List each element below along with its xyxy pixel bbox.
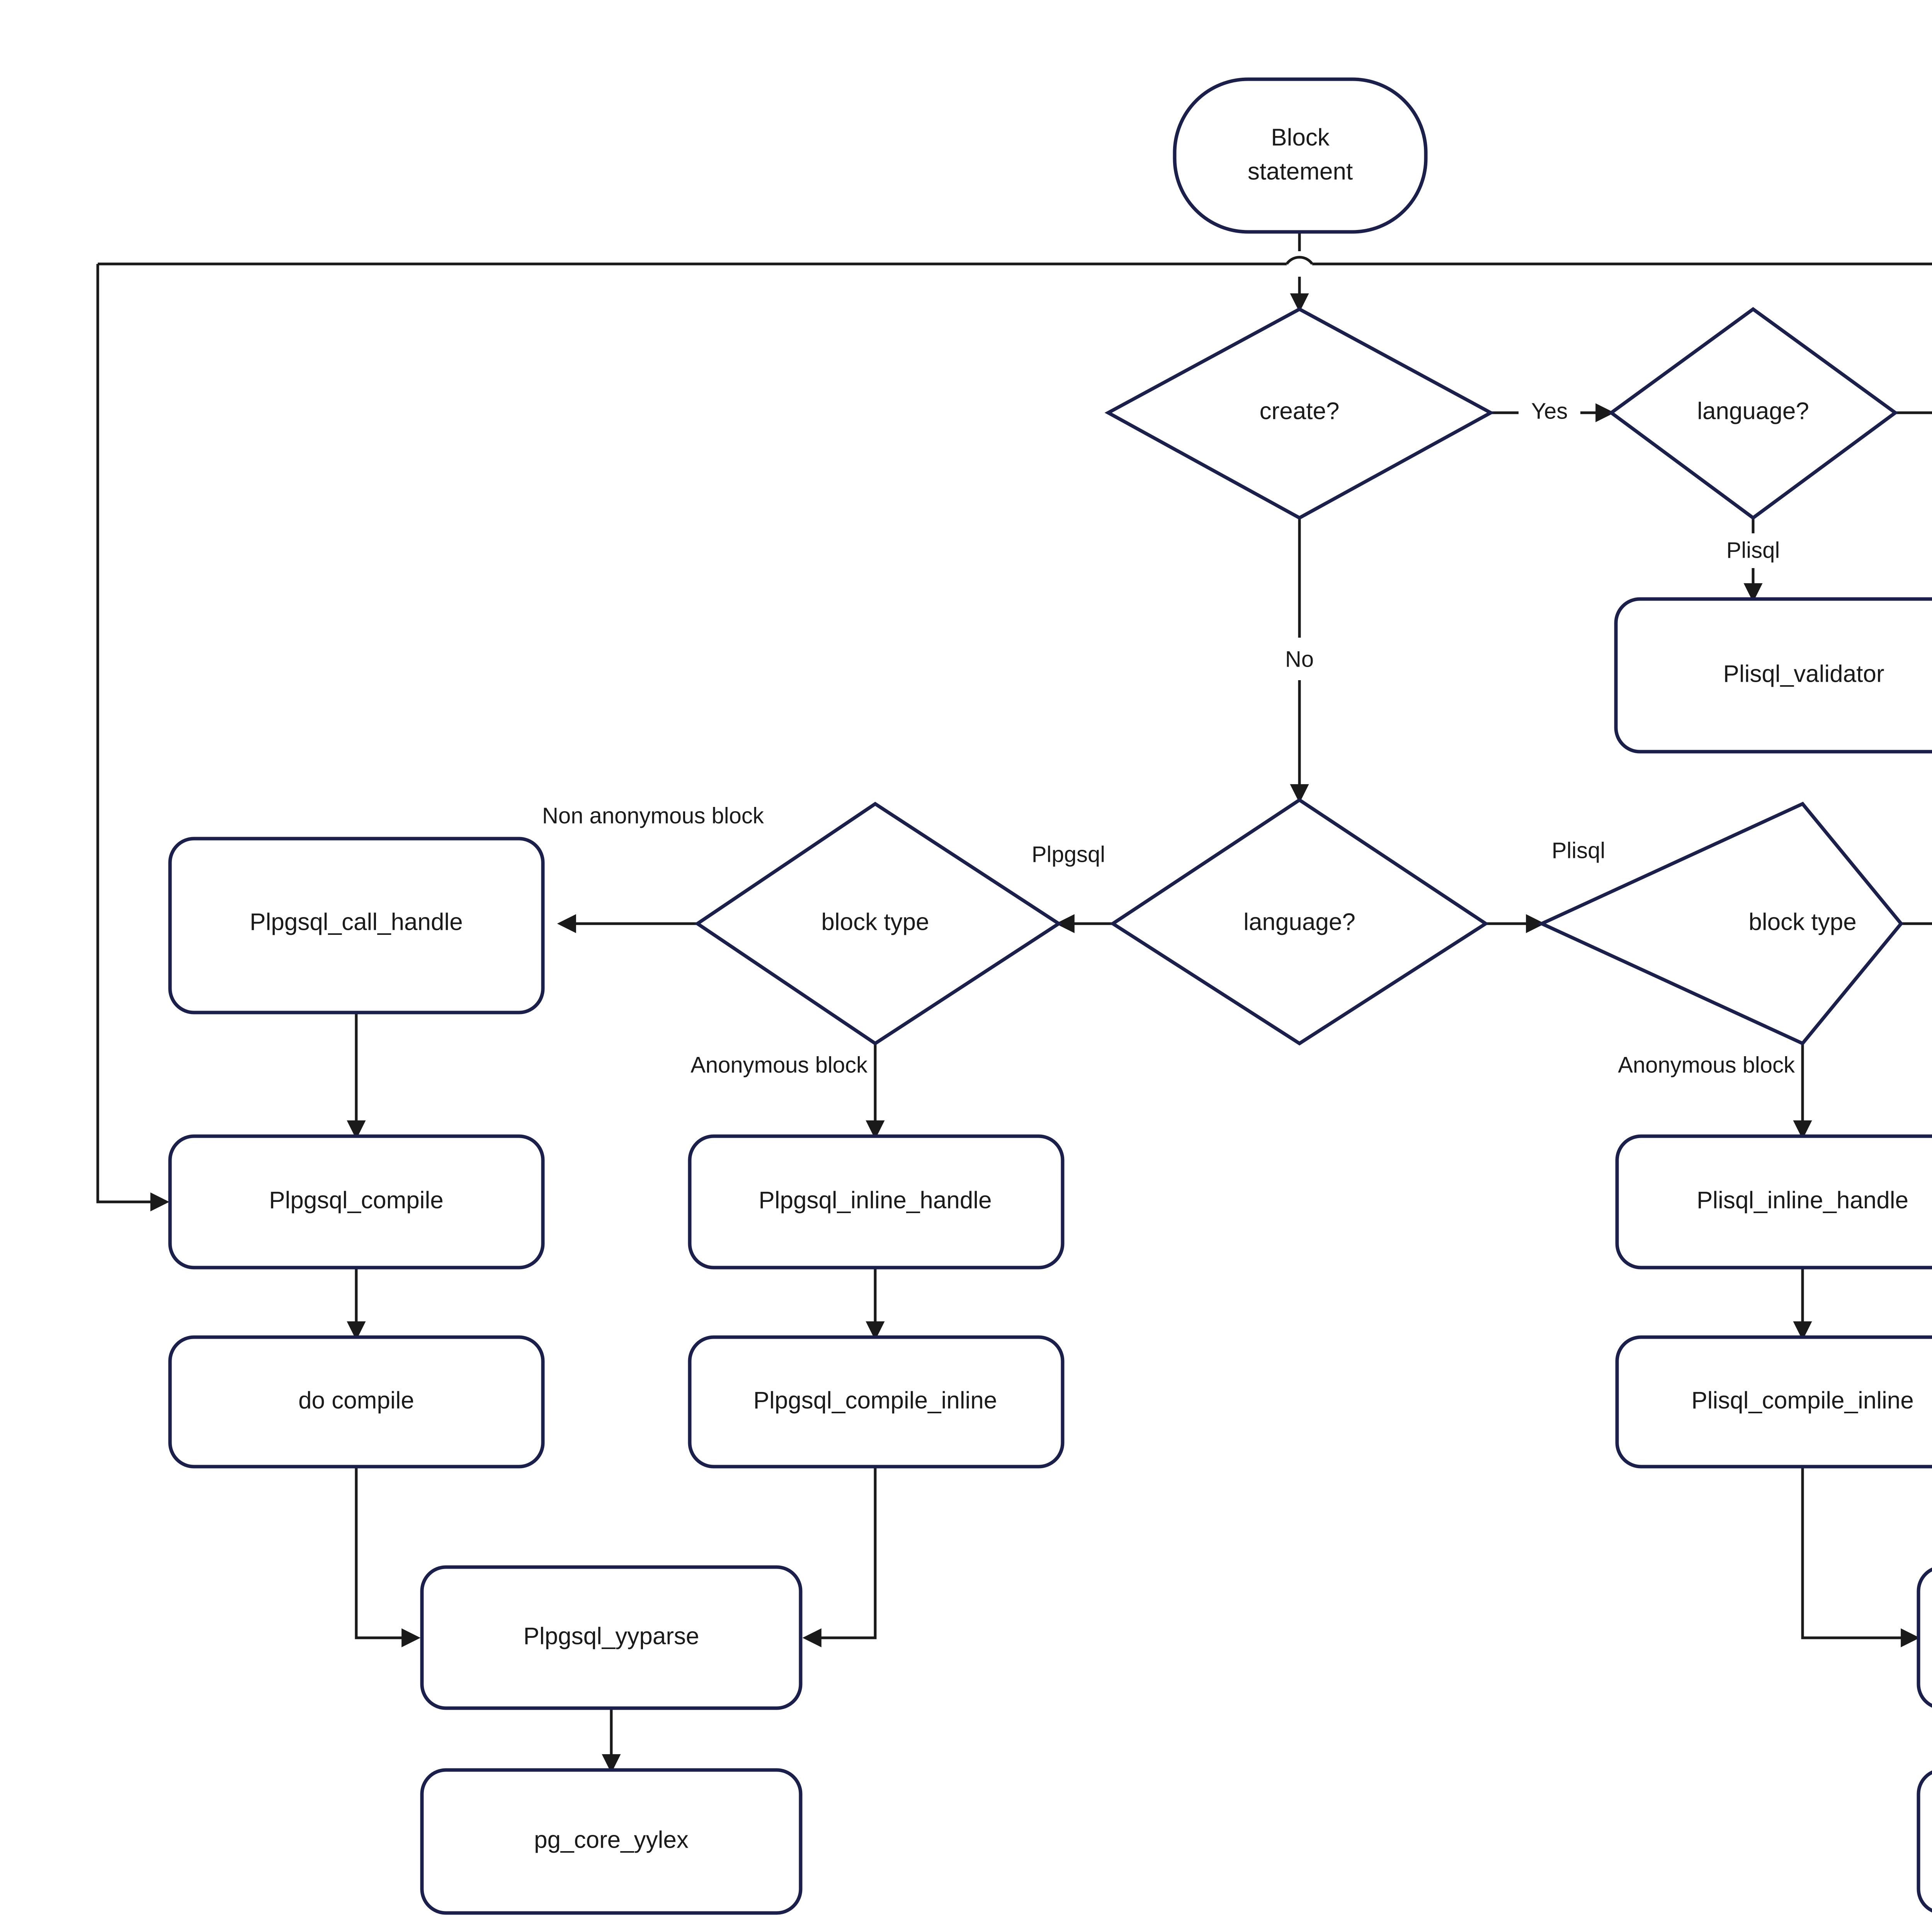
edge-top-rail: [96, 262, 1932, 1212]
node-block-type-right-label: block type: [1748, 909, 1856, 935]
node-block-statement-label-line2: statement: [1248, 158, 1353, 185]
edge-left-anonymous: Anonymous block: [690, 1040, 885, 1140]
edge-label-plisql-top: Plisql: [1726, 538, 1780, 563]
edge-label-anonymous-left: Anonymous block: [690, 1052, 868, 1077]
node-plisql-compile-inline[interactable]: Plisql_compile_inline: [1615, 1335, 1932, 1469]
edge-start-to-create: [1286, 232, 1313, 313]
edge-mid-plisql: Plisql: [1486, 838, 1605, 933]
node-pg-core-yylex-label: pg_core_yylex: [534, 1826, 689, 1853]
node-plpgsql-call-handle[interactable]: Plpgsql_call_handle: [168, 837, 545, 1014]
edge-create-yes: Yes: [1491, 398, 1615, 424]
node-plisql-inline-handle[interactable]: Plisql_inline_handle: [1615, 1134, 1932, 1270]
node-block-type-right[interactable]: block type: [1537, 802, 1903, 1046]
edge-left-non-anonymous: Non anonymous block: [542, 803, 764, 933]
node-language-mid-decision[interactable]: language?: [1109, 798, 1489, 1046]
edge-create-no: No: [1285, 518, 1314, 803]
edge-top-plpgsql: Plpgsql: [1895, 411, 1932, 414]
node-create-decision[interactable]: create?: [1104, 307, 1495, 520]
node-plisql-yyparse[interactable]: Plisql_yyparse: [1917, 1567, 1932, 1708]
node-plisql-validator[interactable]: Plisql_validator: [1614, 597, 1932, 754]
node-plisql-compile-inline-label: Plisql_compile_inline: [1691, 1387, 1914, 1414]
node-plpgsql-compile-inline[interactable]: Plpgsql_compile_inline: [688, 1335, 1065, 1469]
edge-plisql-compile-inline-to-yyparse: [1801, 1467, 1920, 1647]
edge-label-plisql-mid: Plisql: [1552, 838, 1605, 863]
node-language-mid-decision-label: language?: [1243, 909, 1355, 935]
node-plpgsql-compile-label: Plpgsql_compile: [269, 1187, 443, 1213]
node-block-type-left-label: block type: [821, 909, 929, 935]
edge-plpgsql-compile-inline-to-yyparse: [802, 1467, 877, 1647]
node-block-type-left[interactable]: block type: [694, 802, 1062, 1046]
node-create-decision-label: create?: [1260, 398, 1340, 424]
node-plpgsql-compile-inline-label: Plpgsql_compile_inline: [753, 1387, 997, 1414]
node-block-statement[interactable]: Block statement: [1173, 77, 1428, 234]
node-language-top-decision-label: language?: [1697, 398, 1809, 424]
edge-label-no: No: [1285, 647, 1314, 672]
node-plpgsql-call-handle-label: Plpgsql_call_handle: [250, 909, 463, 935]
edge-label-anonymous-right: Anonymous block: [1618, 1052, 1795, 1077]
node-plpgsql-inline-handle[interactable]: Plpgsql_inline_handle: [688, 1134, 1065, 1270]
node-plpgsql-yyparse[interactable]: Plpgsql_yyparse: [420, 1565, 803, 1710]
node-language-top-decision[interactable]: language?: [1608, 307, 1898, 520]
edge-right-anonymous: Anonymous block: [1618, 1040, 1812, 1140]
edge-label-plpgsql-mid: Plpgsql: [1032, 842, 1105, 867]
edge-mid-plpgsql: Plpgsql: [1032, 842, 1113, 933]
node-block-statement-label-line1: Block: [1271, 124, 1330, 151]
node-plisql-validator-label: Plisql_validator: [1723, 660, 1884, 687]
node-do-compile-left[interactable]: do compile: [168, 1335, 545, 1469]
node-pg-core-yylex[interactable]: pg_core_yylex: [420, 1768, 803, 1915]
edge-right-non-anonymous: Non anonymous block: [1901, 922, 1932, 925]
edge-do-compile-left-to-yyparse: [355, 1467, 421, 1647]
node-plpgsql-compile[interactable]: Plpgsql_compile: [168, 1134, 545, 1270]
node-ora-core-yylex[interactable]: ora_core_yylex: [1917, 1770, 1932, 1913]
node-plpgsql-yyparse-label: Plpgsql_yyparse: [524, 1623, 699, 1649]
node-plpgsql-inline-handle-label: Plpgsql_inline_handle: [759, 1187, 992, 1213]
node-do-compile-left-label: do compile: [298, 1387, 414, 1414]
node-plisql-inline-handle-label: Plisql_inline_handle: [1697, 1187, 1908, 1213]
edge-label-yes: Yes: [1531, 398, 1568, 424]
edge-label-non-anonymous-left: Non anonymous block: [542, 803, 764, 828]
